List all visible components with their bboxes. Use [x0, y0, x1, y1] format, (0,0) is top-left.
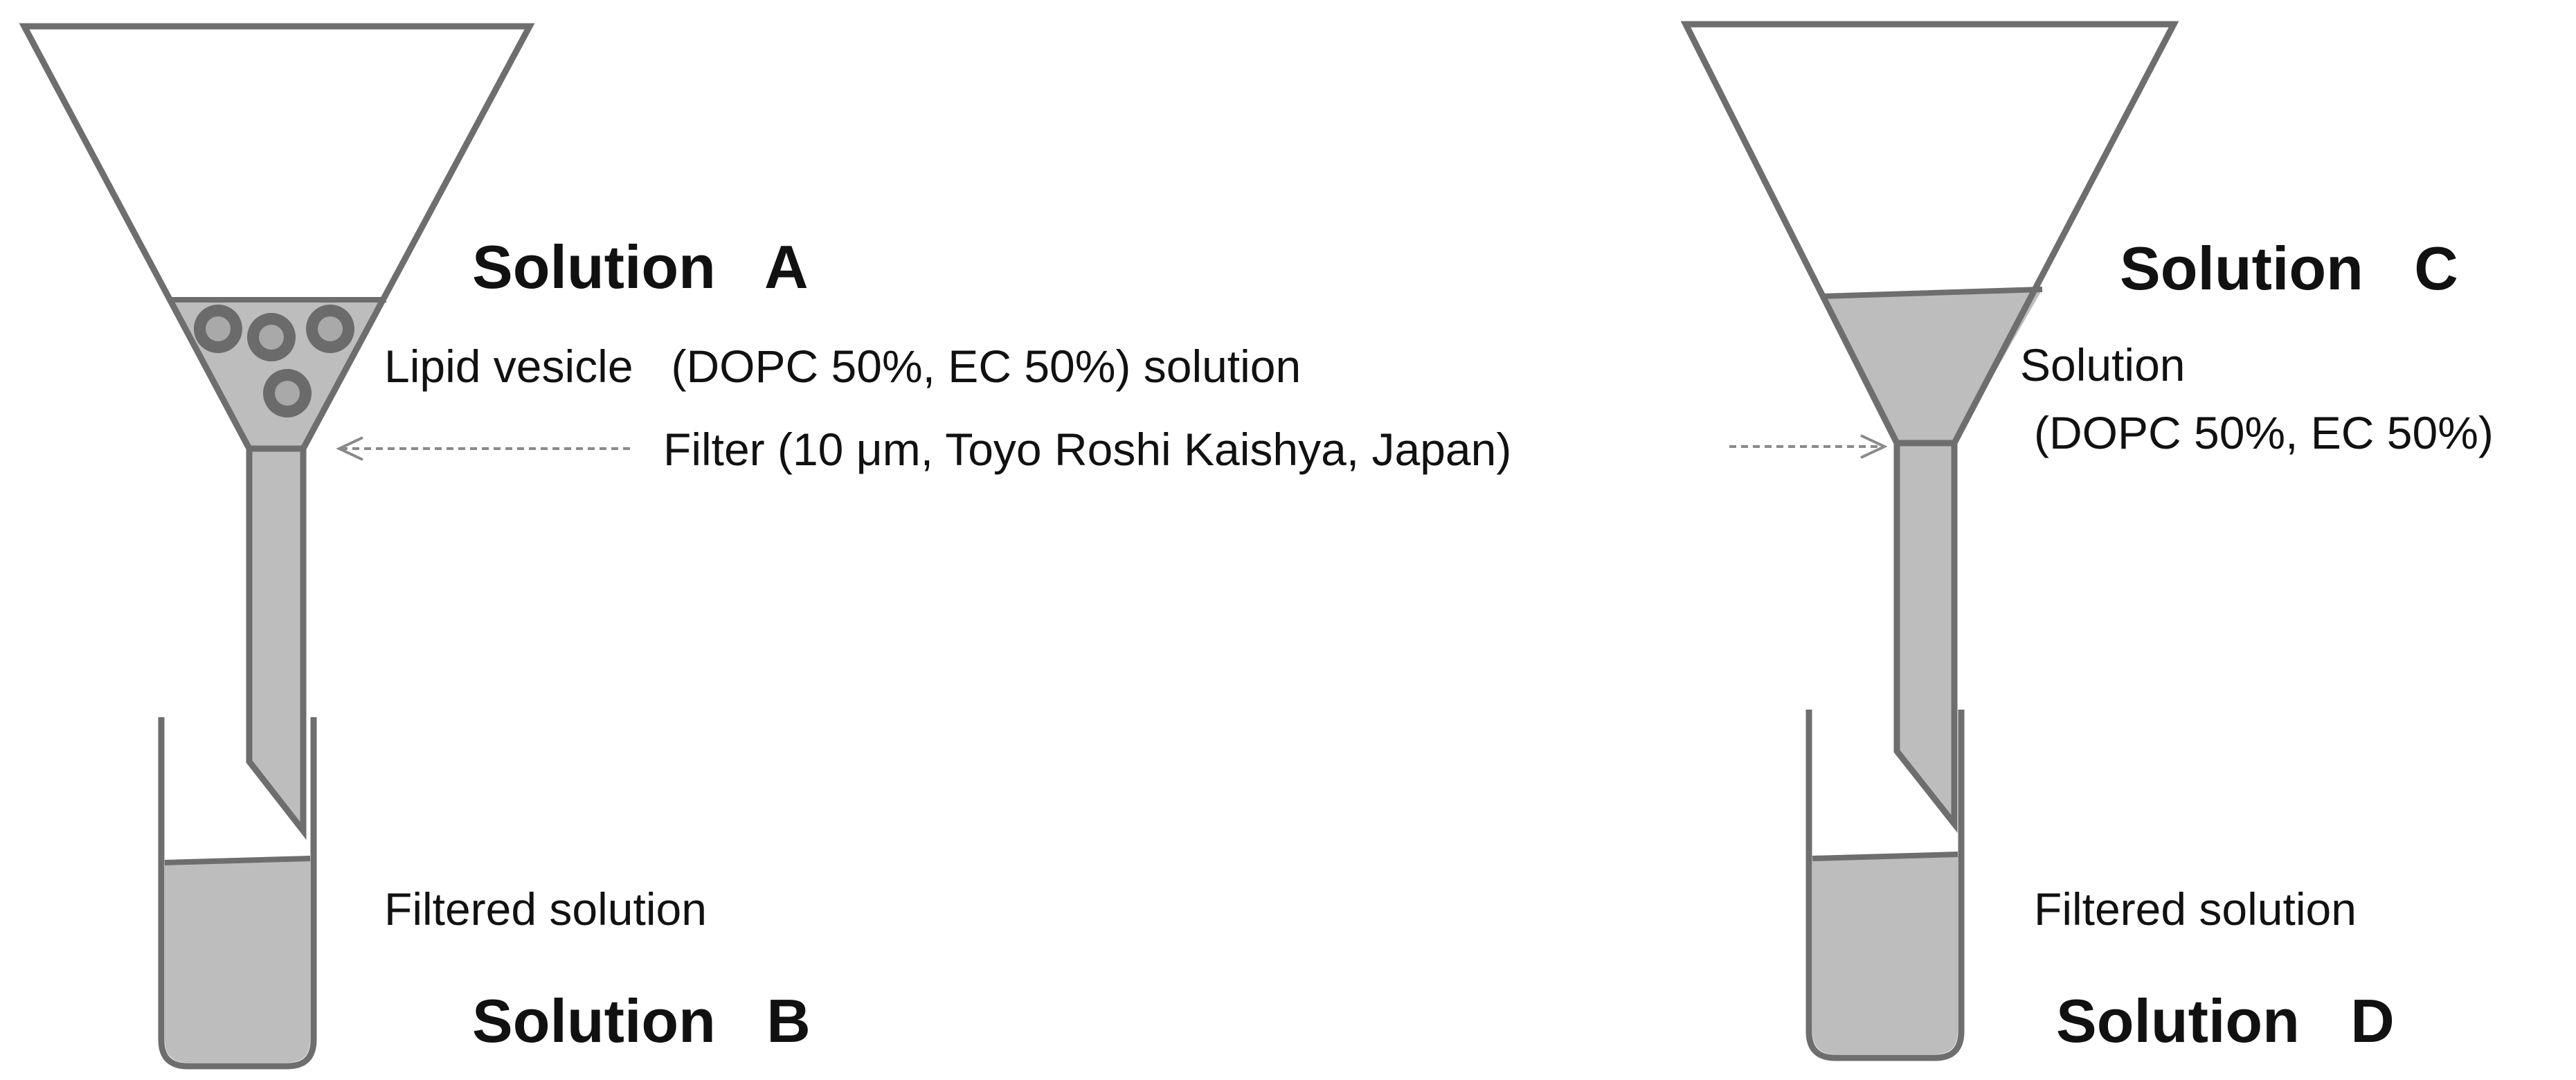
right-apparatus: [1680, 21, 2179, 1061]
label-solution-right-line1: Solution: [2020, 339, 2186, 390]
left-funnel-stem: [246, 445, 307, 840]
label-solution-b: Solution B: [472, 987, 811, 1055]
vesicle: [247, 313, 296, 361]
right-liquid-surface: [1812, 852, 1958, 861]
vesicle: [306, 305, 354, 353]
left-tube-liquid: [165, 858, 310, 1063]
label-solution-right-line2: (DOPC 50%, EC 50%): [2034, 407, 2494, 458]
label-solution-c: Solution C: [2120, 234, 2458, 303]
lipid-vesicles: [194, 305, 354, 417]
vesicle: [194, 305, 242, 353]
right-tube-outline: [1805, 710, 1965, 1061]
right-tube-liquid: [1812, 854, 1958, 1054]
left-tube-outline: [158, 717, 317, 1070]
left-liquid-surface: [164, 856, 311, 865]
right-funnel: [1680, 21, 2179, 833]
label-filtered-solution-left: Filtered solution: [384, 883, 707, 935]
label-filtered-solution-right: Filtered solution: [2034, 883, 2357, 935]
right-test-tube: [1805, 710, 1965, 1061]
right-liquid-surface-top: [1821, 287, 2043, 299]
left-apparatus: [19, 23, 630, 1070]
label-solution-d: Solution D: [2056, 987, 2395, 1055]
left-funnel: [19, 23, 535, 840]
label-solution-a: Solution A: [472, 233, 809, 301]
right-funnel-stem: [1893, 440, 1958, 833]
label-filter: Filter (10 μm, Toyo Roshi Kaishya, Japan…: [663, 424, 1511, 475]
left-test-tube: [158, 717, 317, 1070]
label-lipid-vesicle-solution: Lipid vesicle (DOPC 50%, EC 50%) solutio…: [384, 341, 1301, 392]
right-funnel-liquid: [1822, 289, 2042, 443]
vesicle: [263, 369, 312, 417]
